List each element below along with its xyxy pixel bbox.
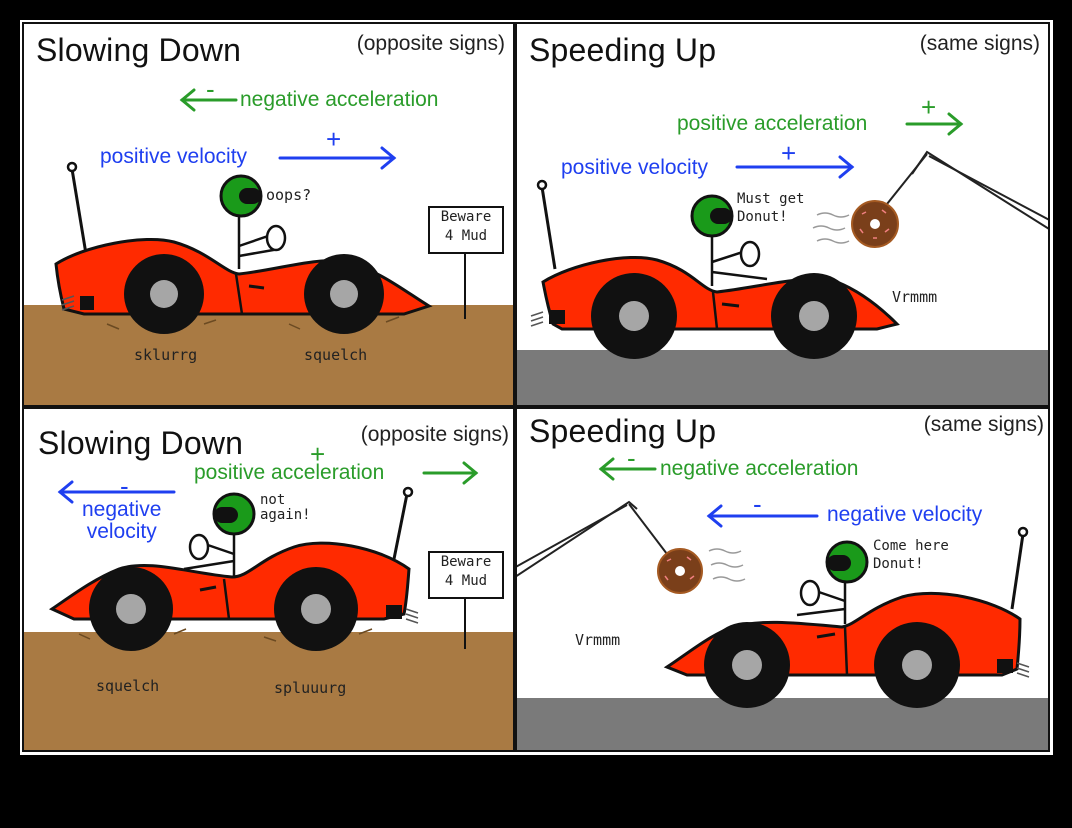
panel-title: Slowing Down [36,32,242,68]
velocity-sign: + [326,124,342,154]
race-car-icon [54,161,433,334]
fishing-rod-icon [517,500,668,577]
panel-title: Slowing Down [38,425,244,461]
sign-post [464,599,466,649]
sign-line-1: Beware [440,554,492,570]
speech-line-2: again! [260,507,311,523]
acceleration-label: negative acceleration [660,457,859,480]
sound-effect-2: squelch [304,346,368,364]
acceleration-arrow-left-icon [179,88,238,112]
panel-title: Speeding Up [529,413,717,449]
arrows-layer [179,88,397,170]
acceleration-sign: + [921,92,937,122]
acceleration-label: positive acceleration [194,461,385,484]
panel-title: Speeding Up [529,32,717,68]
acceleration-label: negative acceleration [240,88,439,111]
acceleration-arrow-left-icon [598,457,657,481]
velocity-arrow-left-icon [706,504,819,528]
race-car-icon [48,486,419,651]
velocity-label-line-2: velocity [86,520,157,543]
velocity-arrow-right-icon [278,146,397,170]
velocity-label-line-1: negative [82,498,162,521]
driver-speech: Must get Donut! [737,190,804,226]
car-illustration [54,161,433,334]
acceleration-sign: - [206,74,215,104]
sound-effect-1: Vrmmm [575,631,621,649]
speech-line-1: Must get [737,191,805,207]
speech-line-2: Donut! [737,209,788,225]
panel-note: (same signs) [923,413,1044,436]
car-illustration [517,500,1030,708]
arrows-layer [735,112,964,179]
velocity-label: positive velocity [561,156,709,179]
panel-note: (opposite signs) [356,32,505,55]
acceleration-arrow-right-icon [905,112,964,136]
sound-effect-1: Vrmmm [892,288,938,306]
sign-line-2: 4 Mud [444,228,488,244]
driver-speech: not again! [260,493,311,523]
acceleration-sign: + [310,439,326,469]
race-car-icon [530,179,900,359]
acceleration-label: positive acceleration [677,112,868,135]
driver-speech: oops? [266,186,312,204]
car-illustration [530,150,1048,359]
mud-ground [24,305,513,405]
beware-mud-sign: Beware 4 Mud [428,551,504,599]
panel-speeding-up-positive-velocity: Speeding Up (same signs) + positive acce… [515,22,1050,407]
driver-speech: Come here Donut! [873,537,949,573]
panel-speeding-up-negative-velocity: Speeding Up (same signs) - negative acce… [515,407,1050,752]
beware-mud-sign: Beware 4 Mud [428,206,504,254]
velocity-sign: - [120,471,129,501]
sign-line-1: Beware [440,209,492,225]
panel-note: (same signs) [919,32,1040,55]
race-car-icon [663,526,1030,708]
velocity-sign: + [781,138,797,168]
donut-icon [657,548,746,594]
velocity-label: negative velocity [82,499,161,543]
sign-line-2: 4 Mud [444,573,488,589]
sound-effect-2: spluuurg [274,679,347,697]
velocity-sign: - [753,489,762,519]
sound-effect-1: sklurrg [134,346,198,364]
panel-slowing-down-negative-velocity: Slowing Down (opposite signs) + positive… [22,407,515,752]
speech-line-2: Donut! [873,556,924,572]
velocity-label: negative velocity [827,503,983,526]
speech-line-1: Come here [873,538,949,554]
donut-icon [812,200,899,248]
acceleration-arrow-right-icon [422,461,479,485]
car-illustration [48,486,419,651]
road-ground [517,350,1048,405]
fishing-rod-icon [878,150,1048,230]
arrows-layer [57,461,479,504]
arrows-layer [598,457,819,528]
panel-note: (opposite signs) [360,423,509,446]
mud-ground [24,632,513,750]
sound-effect-1: squelch [96,677,160,695]
acceleration-sign: - [627,443,636,473]
velocity-arrow-right-icon [735,155,855,179]
velocity-label: positive velocity [100,145,248,168]
panel-slowing-down-positive-velocity: Slowing Down (opposite signs) - negative… [22,22,515,407]
sign-post [464,254,466,319]
road-ground [517,698,1048,750]
speech-line-1: not [260,492,286,508]
velocity-arrow-left-icon [57,480,176,504]
